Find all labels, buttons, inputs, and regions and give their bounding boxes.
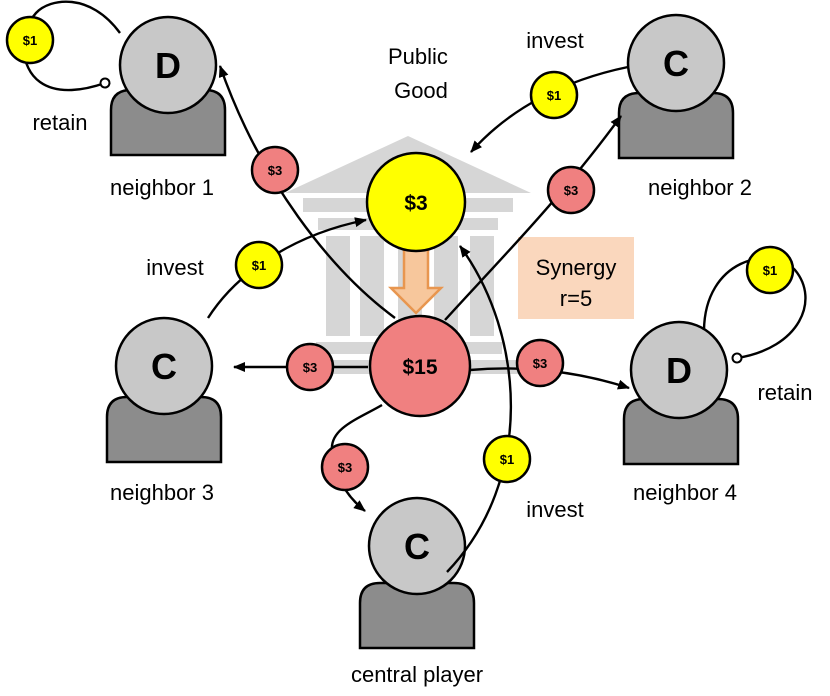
player-neighbor-1: D neighbor 1 — [109, 15, 227, 200]
svg-text:$1: $1 — [763, 263, 777, 278]
invested-pool — [365, 151, 467, 253]
payout-edge-neighbor-2 — [444, 115, 622, 321]
coin-dollar-1-neighbor-4: $1 — [745, 245, 795, 295]
action-label-neighbor-4: retain — [757, 380, 812, 405]
player-neighbor-2: C neighbor 2 — [617, 13, 752, 200]
player-label: neighbor 3 — [110, 480, 214, 505]
player-label: neighbor 1 — [110, 175, 214, 200]
svg-text:$1: $1 — [23, 33, 37, 48]
invested-pool-amount: $3 — [404, 192, 427, 215]
coin-dollar-1-neighbor-3: $1 — [234, 240, 284, 290]
multiplied-pool-amount: $15 — [402, 356, 437, 379]
player-label: neighbor 2 — [648, 175, 752, 200]
invest-edge-central — [446, 245, 513, 573]
player-label: central player — [351, 662, 483, 687]
coin-dollar-1-neighbor-2: $1 — [529, 70, 579, 120]
player-head-icon — [367, 496, 467, 596]
synergy-rate: r=5 — [560, 286, 592, 311]
coin-dollar-1-central: $1 — [482, 434, 532, 484]
public-good-title: Public Good — [388, 44, 454, 103]
player-head-icon — [114, 316, 214, 416]
synergy-box — [518, 237, 634, 319]
coin-dollar-3-central: $3 — [320, 442, 370, 492]
coin-dollar-3-neighbor-2: $3 — [546, 165, 596, 215]
svg-text:$3: $3 — [564, 183, 578, 198]
player-body-icon — [358, 581, 476, 650]
svg-text:$3: $3 — [268, 163, 282, 178]
synergy-label: Synergy — [536, 255, 617, 280]
player-head-icon — [629, 320, 729, 420]
strategy-letter: C — [404, 526, 430, 567]
player-neighbor-3: C neighbor 3 — [105, 316, 223, 505]
player-head-icon — [118, 15, 218, 115]
coin-dollar-3-neighbor-4: $3 — [515, 338, 565, 388]
action-label-central: invest — [526, 497, 583, 522]
strategy-letter: D — [666, 350, 692, 391]
svg-text:$3: $3 — [338, 460, 352, 475]
action-label-neighbor-1: retain — [32, 110, 87, 135]
svg-text:$3: $3 — [533, 356, 547, 371]
coin-dollar-3-neighbor-1: $3 — [250, 145, 300, 195]
player-label: neighbor 4 — [633, 480, 737, 505]
player-central: C central player — [351, 496, 483, 687]
payout-edge-neighbor-1 — [218, 65, 396, 319]
coin-dollar-3-neighbor-3: $3 — [285, 342, 335, 392]
action-label-neighbor-2: invest — [526, 28, 583, 53]
coin-dollar-1-neighbor-1: $1 — [5, 15, 55, 65]
retain-loop-neighbor-4 — [702, 257, 807, 364]
strategy-letter: D — [155, 45, 181, 86]
svg-text:$3: $3 — [303, 360, 317, 375]
multiplied-pool — [368, 314, 472, 418]
svg-text:$1: $1 — [252, 258, 266, 273]
svg-text:$1: $1 — [500, 452, 514, 467]
svg-text:$1: $1 — [547, 88, 561, 103]
player-head-icon — [626, 13, 726, 113]
action-label-neighbor-3: invest — [146, 255, 203, 280]
player-neighbor-4: D neighbor 4 — [622, 320, 740, 505]
strategy-letter: C — [151, 346, 177, 387]
strategy-letter: C — [663, 43, 689, 84]
